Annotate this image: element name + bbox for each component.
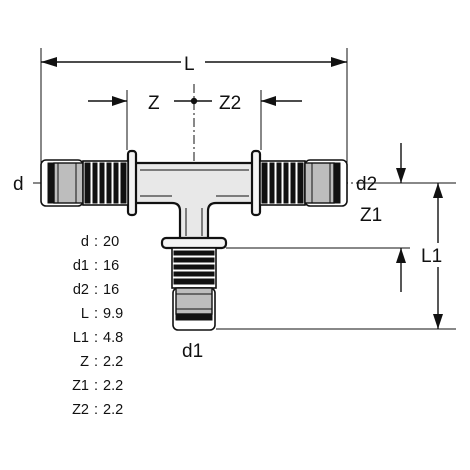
port-right-d2 <box>250 149 348 217</box>
spec-value: 4.8 <box>103 330 123 346</box>
label-Z2: Z2 <box>219 93 241 114</box>
spec-sep: : <box>94 258 98 274</box>
spec-value: 2.2 <box>103 378 123 394</box>
label-d: d <box>13 174 24 195</box>
spec-key: L <box>81 306 89 322</box>
label-L: L <box>184 54 195 75</box>
spec-key: L1 <box>73 330 89 346</box>
spec-sep: : <box>94 330 98 346</box>
spec-key: d <box>81 234 89 250</box>
port-bottom-d1 <box>160 236 228 331</box>
dimension-Z1-L1: Z1 L1 <box>216 143 456 330</box>
spec-key: d1 <box>73 258 89 274</box>
spec-key: Z1 <box>72 378 89 394</box>
spec-list: d : 20 d1 : 16 d2 : 16 L : 9.9 L1 : 4.8 … <box>72 234 123 418</box>
spec-value: 2.2 <box>103 402 123 418</box>
spec-sep: : <box>94 402 98 418</box>
dimension-L: L <box>40 48 348 163</box>
label-d2: d2 <box>356 174 377 195</box>
spec-value: 20 <box>103 234 119 250</box>
spec-value: 16 <box>103 258 119 274</box>
tee-body <box>131 161 258 242</box>
label-L1: L1 <box>421 246 442 267</box>
spec-sep: : <box>94 234 98 250</box>
label-d1: d1 <box>182 341 203 362</box>
label-Z1: Z1 <box>360 205 382 226</box>
label-Z: Z <box>148 93 160 114</box>
spec-key: Z <box>80 354 89 370</box>
dimension-Z-Z2: Z Z2 <box>88 84 302 250</box>
spec-value: 16 <box>103 282 119 298</box>
spec-value: 9.9 <box>103 306 123 322</box>
spec-key: Z2 <box>72 402 89 418</box>
spec-sep: : <box>94 306 98 322</box>
port-left-d <box>40 149 138 217</box>
spec-value: 2.2 <box>103 354 123 370</box>
spec-sep: : <box>94 354 98 370</box>
spec-sep: : <box>94 282 98 298</box>
spec-key: d2 <box>73 282 89 298</box>
spec-sep: : <box>94 378 98 394</box>
